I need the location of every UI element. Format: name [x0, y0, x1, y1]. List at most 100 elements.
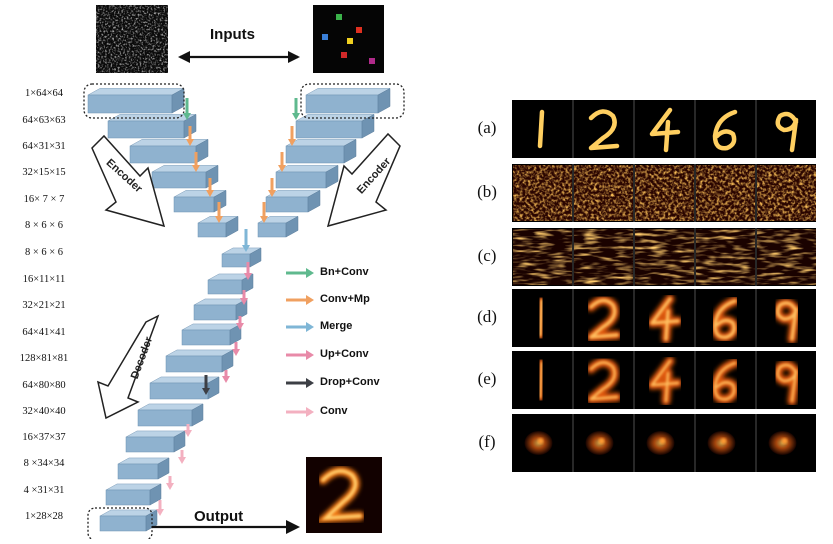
- panel-cell: [755, 289, 801, 347]
- dimension-label: 1×64×64: [24, 88, 64, 99]
- merge-arrow: [242, 229, 250, 252]
- output-arrow-head: [286, 520, 300, 534]
- input-pixel: [341, 52, 347, 58]
- encoder-right-block: [257, 215, 299, 238]
- legend-label: Up+Conv: [320, 348, 369, 360]
- legend-label: Merge: [320, 320, 353, 332]
- decoder-step-arrow: [166, 476, 174, 490]
- dimension-label: 32×40×40: [22, 406, 66, 417]
- panel-cell: [633, 228, 694, 286]
- dimension-label: 1×28×28: [24, 511, 64, 522]
- dimension-label: 64×63×63: [22, 115, 66, 126]
- dimension-label: 64×31×31: [22, 141, 66, 152]
- encoder-left-block: [107, 113, 197, 139]
- dimension-label: 8 × 6 × 6: [24, 247, 64, 258]
- panel-cell: [755, 414, 797, 472]
- dimension-label: 16×37×37: [22, 432, 66, 443]
- panel-row-a: [512, 100, 816, 158]
- decoder-arrow: [96, 314, 160, 420]
- decoder-step-arrow: [184, 424, 192, 437]
- legend-label: Conv+Mp: [320, 293, 370, 305]
- dimension-label: 64×80×80: [22, 380, 66, 391]
- encoder-left-arrow: [91, 134, 166, 228]
- panel-row-label: (e): [477, 369, 497, 388]
- conv-mp-arrow: [268, 178, 276, 197]
- panel-row-b: [512, 164, 816, 222]
- panel-row-d: [512, 289, 816, 347]
- panel-cell: [694, 164, 755, 222]
- panel-cell: [633, 164, 694, 222]
- encoder-right-arrow: [326, 132, 401, 228]
- panel-cell: [572, 414, 614, 472]
- input-highlight-box: [83, 83, 185, 119]
- input-pattern-image: [313, 5, 384, 73]
- panel-cell: [513, 165, 572, 221]
- conv-mp-arrow: [186, 126, 194, 146]
- panel-cell: [524, 431, 553, 455]
- dimension-label: 32×15×15: [22, 167, 66, 178]
- encoder-right-block: [285, 138, 357, 164]
- panel-cell: [755, 228, 816, 286]
- input-pixel: [322, 34, 328, 40]
- decoder-step-arrow: [244, 262, 252, 280]
- dimension-label: 8 ×34×34: [23, 458, 65, 469]
- panel-row-c: [512, 228, 816, 286]
- panel-cell: [633, 414, 675, 472]
- legend-arrow: [286, 350, 314, 360]
- inputs-label: Inputs: [210, 26, 255, 43]
- panel-cell: [694, 100, 738, 158]
- encoder-right-block: [275, 164, 339, 189]
- decoder-step-arrow: [156, 500, 164, 516]
- panel-cell: [755, 351, 801, 409]
- input-highlight-box: [300, 83, 405, 119]
- inputs-double-arrow: [178, 51, 300, 63]
- panel-cell: [755, 164, 816, 222]
- panel-cell: [694, 289, 740, 347]
- panel-cell: [633, 100, 681, 158]
- decoder-step-arrow: [222, 370, 230, 383]
- panel-row-label: (c): [477, 246, 497, 265]
- panel-cell: [755, 100, 799, 158]
- decoder-step-arrow: [178, 450, 186, 464]
- input-pixel: [369, 58, 375, 64]
- conv-mp-arrow: [192, 152, 200, 172]
- decoder-block: [181, 323, 242, 346]
- panel-row-label: (f): [478, 432, 496, 451]
- decoder-step-arrow: [236, 316, 244, 330]
- bn-conv-arrow: [292, 98, 300, 120]
- encoder-left-block: [173, 189, 227, 213]
- conv-mp-arrow: [206, 178, 214, 197]
- decoder-step-arrow: [232, 342, 240, 356]
- decoder-block: [99, 509, 158, 532]
- input-pixel: [356, 27, 362, 33]
- decoder-block: [105, 483, 162, 506]
- decoder-block: [165, 349, 234, 373]
- legend-arrow: [286, 378, 314, 388]
- panel-cell: [535, 358, 547, 402]
- dimension-label: 4 ×31×31: [23, 485, 65, 496]
- panel-cell: [535, 296, 547, 340]
- legend-label: Bn+Conv: [320, 266, 369, 278]
- panel-cell: [694, 351, 740, 409]
- panel-cell: [633, 289, 683, 347]
- output-digit-image: [306, 457, 382, 533]
- legend-label: Drop+Conv: [320, 376, 380, 388]
- panel-cell: [513, 229, 572, 285]
- panel-cell: [537, 109, 545, 149]
- encoder-right-block: [265, 189, 321, 213]
- bn-conv-arrow: [183, 98, 191, 120]
- decoder-block: [117, 457, 170, 480]
- encoder-left-block: [151, 164, 219, 189]
- panel-row-label: (d): [477, 307, 497, 326]
- decoder-block: [137, 403, 204, 427]
- dimension-label: 16×11×11: [22, 274, 66, 285]
- legend-label: Conv: [320, 405, 348, 417]
- panel-cell: [633, 351, 683, 409]
- legend-arrow: [286, 322, 314, 332]
- output-label: Output: [194, 508, 244, 525]
- panel-row-e: [512, 351, 816, 409]
- panel-row-f: [512, 414, 816, 472]
- legend-arrow: [286, 268, 314, 278]
- input-pixel: [347, 38, 353, 44]
